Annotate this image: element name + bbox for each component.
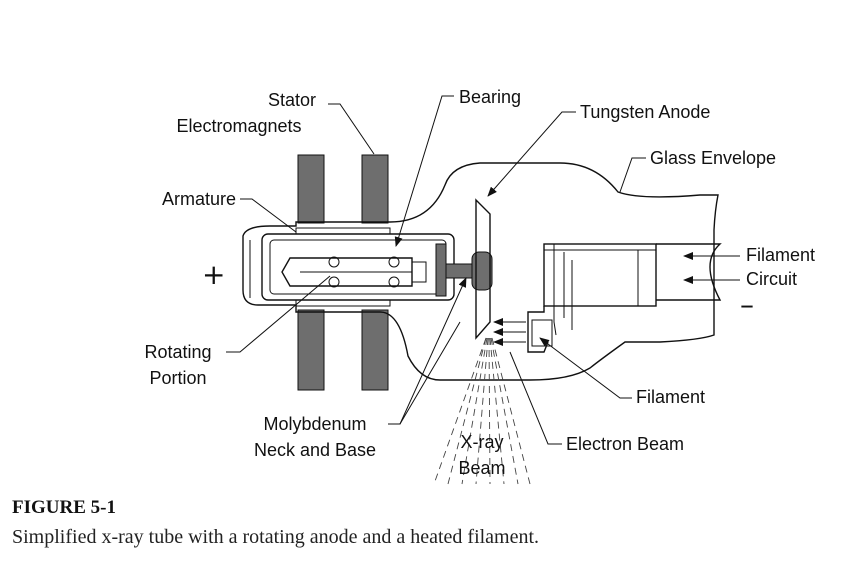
molybdenum-neck (435, 243, 493, 297)
stator-electromagnets (297, 154, 389, 391)
cathode-assembly (527, 243, 722, 353)
figure-title: FIGURE 5-1 (12, 497, 116, 518)
electron-beam (493, 318, 526, 346)
label-rotating-1: Rotating (144, 342, 211, 362)
label-electromagnets: Electromagnets (176, 116, 301, 136)
stator-bar-right-bottom (361, 309, 389, 391)
stator-bar-left-top (297, 154, 325, 224)
label-stator: Stator (268, 90, 316, 110)
figure-caption: Simplified x-ray tube with a rotating an… (12, 526, 540, 548)
label-armature: Armature (162, 189, 236, 209)
label-filament-circuit-2: Circuit (746, 269, 797, 289)
label-rotating-2: Portion (149, 368, 206, 388)
stator-bar-left-bottom (297, 309, 325, 391)
label-electron-beam: Electron Beam (566, 434, 684, 454)
label-plus: + (202, 258, 225, 291)
rotating-portion (281, 256, 427, 288)
armature (261, 227, 455, 307)
label-tungsten-anode: Tungsten Anode (580, 102, 710, 122)
leader-lines (226, 95, 740, 445)
diagram-labels: Stator Electromagnets Bearing Tungsten A… (144, 87, 815, 478)
label-xray-2: Beam (458, 458, 505, 478)
label-molybdenum-2: Neck and Base (254, 440, 376, 460)
label-molybdenum-1: Molybdenum (263, 414, 366, 434)
label-xray-1: X-ray (460, 432, 503, 452)
label-filament: Filament (636, 387, 705, 407)
label-minus: – (740, 288, 754, 321)
glass-envelope (242, 162, 719, 381)
label-filament-circuit-1: Filament (746, 245, 815, 265)
stator-bar-right-top (361, 154, 389, 224)
xray-beam (433, 337, 531, 485)
tungsten-anode (475, 198, 491, 340)
label-glass-envelope: Glass Envelope (650, 148, 776, 168)
label-bearing: Bearing (459, 87, 521, 107)
